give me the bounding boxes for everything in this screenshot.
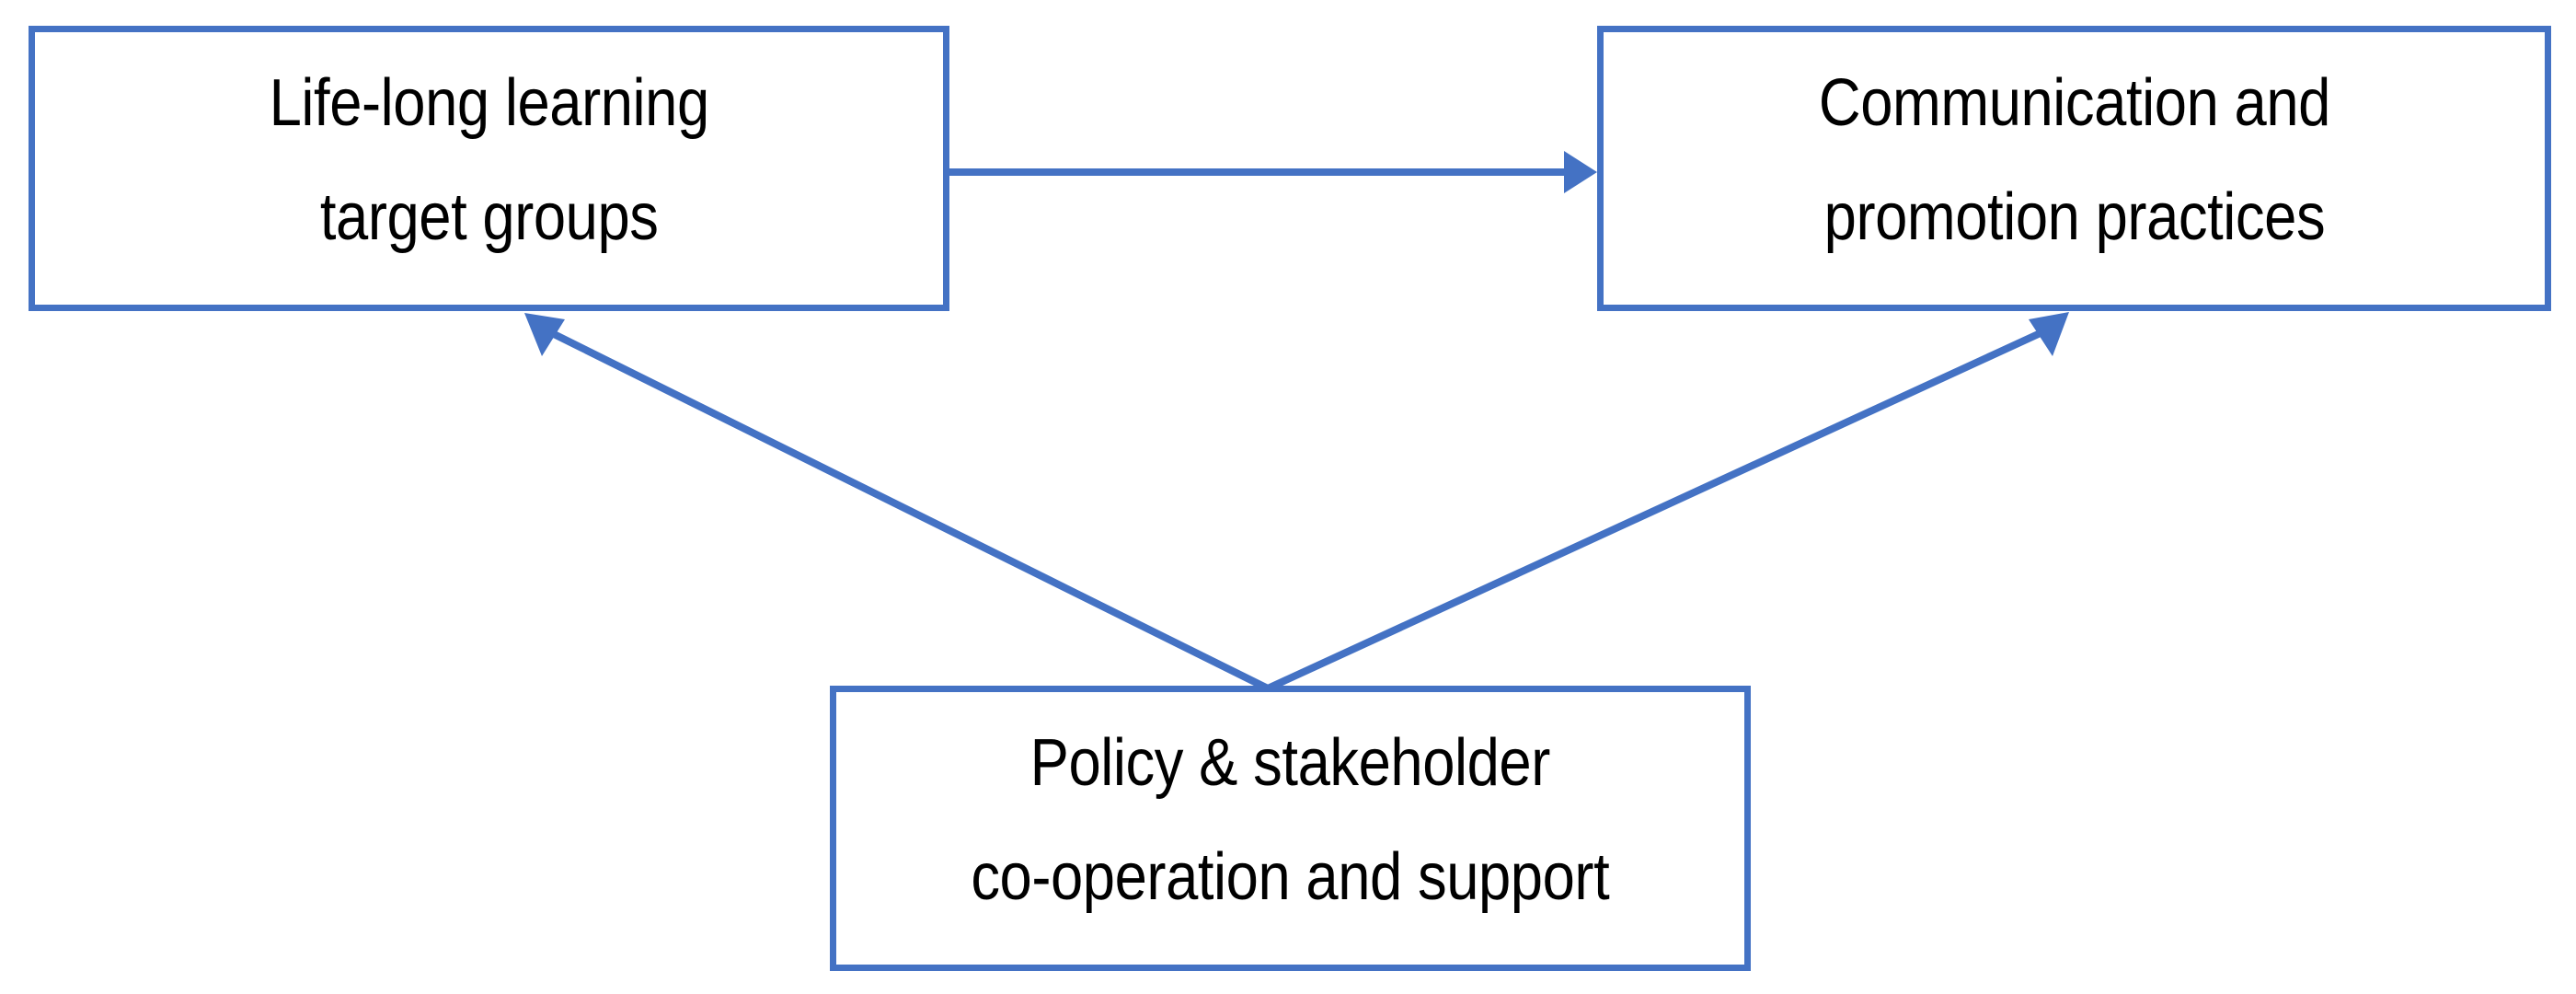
edge-line-policy-to-lifelong [546,328,1270,692]
edge-policy-to-communication [1266,312,2069,692]
node-lifelong-learning-target-groups[interactable]: Life-long learning target groups [29,26,949,311]
node-lifelong-line-2: target groups [319,180,659,254]
node-policy-stakeholder-cooperation-and-support[interactable]: Policy & stakeholder co-operation and su… [830,686,1751,971]
edge-policy-to-lifelong [524,313,1270,692]
node-policy-line-1: Policy & stakeholder [1029,726,1551,800]
node-communication-line-1: Communication and [1818,66,2330,140]
node-policy-text-block: Policy & stakeholder co-operation and su… [927,722,1653,919]
arrowhead-up-right-icon [2029,312,2069,356]
node-lifelong-text-block: Life-long learning target groups [239,62,739,259]
node-communication-line-2: promotion practices [1823,180,2325,254]
edge-lifelong-to-communication [949,151,1597,193]
edge-line-policy-to-communication [1266,328,2046,692]
arrowhead-right-icon [1564,151,1597,193]
arrowhead-up-left-icon [524,313,565,356]
node-communication-text-block: Communication and promotion practices [1784,62,2365,259]
node-communication-and-promotion-practices[interactable]: Communication and promotion practices [1597,26,2551,311]
node-lifelong-line-1: Life-long learning [269,66,709,140]
node-policy-line-2: co-operation and support [971,840,1610,914]
